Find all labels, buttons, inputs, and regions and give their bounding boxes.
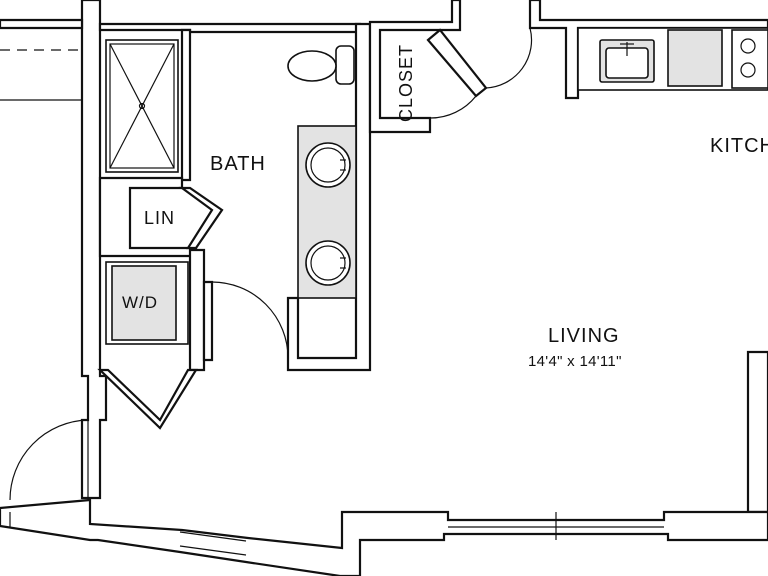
wall-shower-side	[180, 28, 192, 182]
wall-closet-door-angle	[426, 28, 488, 98]
wall-bath-right	[286, 22, 372, 372]
shower-tray	[109, 43, 175, 169]
main-door-swing	[485, 27, 533, 89]
range-icon	[731, 29, 768, 89]
wall-bottom	[0, 498, 768, 576]
wall-right-lower	[746, 350, 768, 514]
wall-wd-right	[188, 248, 206, 372]
shower-drain-icon	[138, 102, 146, 110]
wall-bath-top	[98, 22, 362, 34]
closet-door-swing	[429, 95, 477, 119]
linen-door-angle	[178, 186, 224, 250]
bath-door-swing	[211, 281, 289, 359]
closet-label: CLOSET	[396, 44, 416, 122]
wall-bath-door-jamb	[202, 280, 214, 362]
kitchen-sink-icon	[599, 39, 655, 83]
washer-dryer-unit	[111, 265, 177, 341]
wall-top-left-stub	[0, 18, 84, 30]
wall-bath-lower	[98, 176, 198, 258]
bath-label: BATH	[210, 153, 266, 175]
toilet-icon	[287, 45, 355, 85]
window-line-left-2	[179, 545, 247, 556]
sink-lower-icon	[305, 240, 351, 286]
sink-upper-icon	[305, 142, 351, 188]
window-line-left	[179, 531, 247, 542]
linen-label: LIN	[144, 208, 175, 228]
shower-diag-2	[109, 43, 175, 169]
living-dimensions: 14'4" x 14'11"	[528, 353, 622, 370]
wd-door-angle	[97, 368, 198, 430]
kitchen-label: KITCHEN	[710, 135, 768, 157]
wall-left	[80, 0, 108, 500]
dishwasher	[667, 29, 723, 87]
washer-dryer-label: W/D	[122, 293, 158, 312]
entry-door-swing	[9, 419, 89, 501]
living-label: LIVING	[548, 325, 620, 347]
wall-closet	[368, 0, 462, 134]
